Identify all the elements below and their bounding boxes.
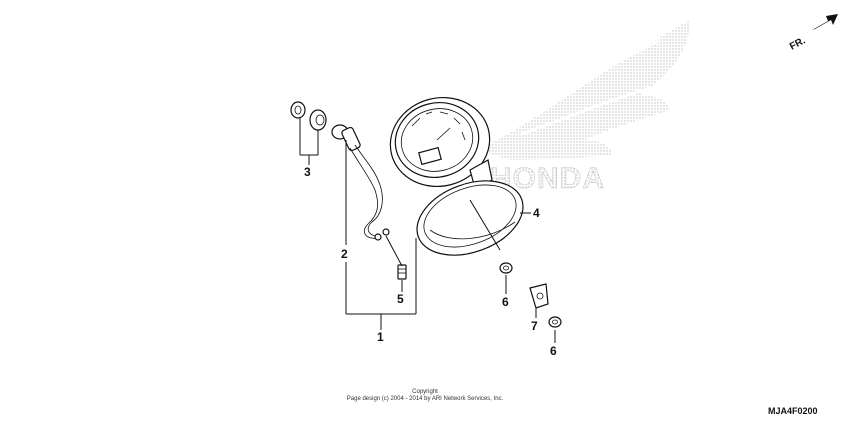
callout-5: 5 bbox=[397, 292, 404, 306]
callout-7: 7 bbox=[531, 319, 538, 333]
leader-lines bbox=[299, 118, 556, 343]
part-meter-case bbox=[416, 180, 524, 256]
part-stay-bracket bbox=[529, 283, 549, 309]
copyright-notice: Page design (c) 2004 - 2014 by ARI Netwo… bbox=[346, 396, 504, 402]
part-screw bbox=[397, 264, 407, 280]
callout-6-lower: 6 bbox=[550, 344, 557, 358]
part-grommet bbox=[290, 101, 327, 131]
callout-3: 3 bbox=[304, 165, 311, 179]
front-arrow-icon bbox=[812, 14, 838, 30]
callout-4: 4 bbox=[533, 206, 540, 220]
part-mount-screw-upper bbox=[499, 262, 513, 274]
honda-wing-logo: HONDA bbox=[478, 20, 690, 195]
front-label: FR. bbox=[788, 35, 808, 52]
part-socket-harness bbox=[331, 124, 390, 241]
part-meter-assembly bbox=[389, 96, 493, 189]
part-mount-screw-lower bbox=[548, 316, 562, 328]
diagram-code: MJA4F0200 bbox=[768, 406, 818, 416]
front-direction-indicator: FR. bbox=[788, 14, 838, 53]
copyright-label: Copyright bbox=[412, 389, 438, 395]
callout-1: 1 bbox=[377, 330, 384, 344]
callout-6-upper: 6 bbox=[502, 295, 509, 309]
callout-2: 2 bbox=[341, 247, 348, 261]
